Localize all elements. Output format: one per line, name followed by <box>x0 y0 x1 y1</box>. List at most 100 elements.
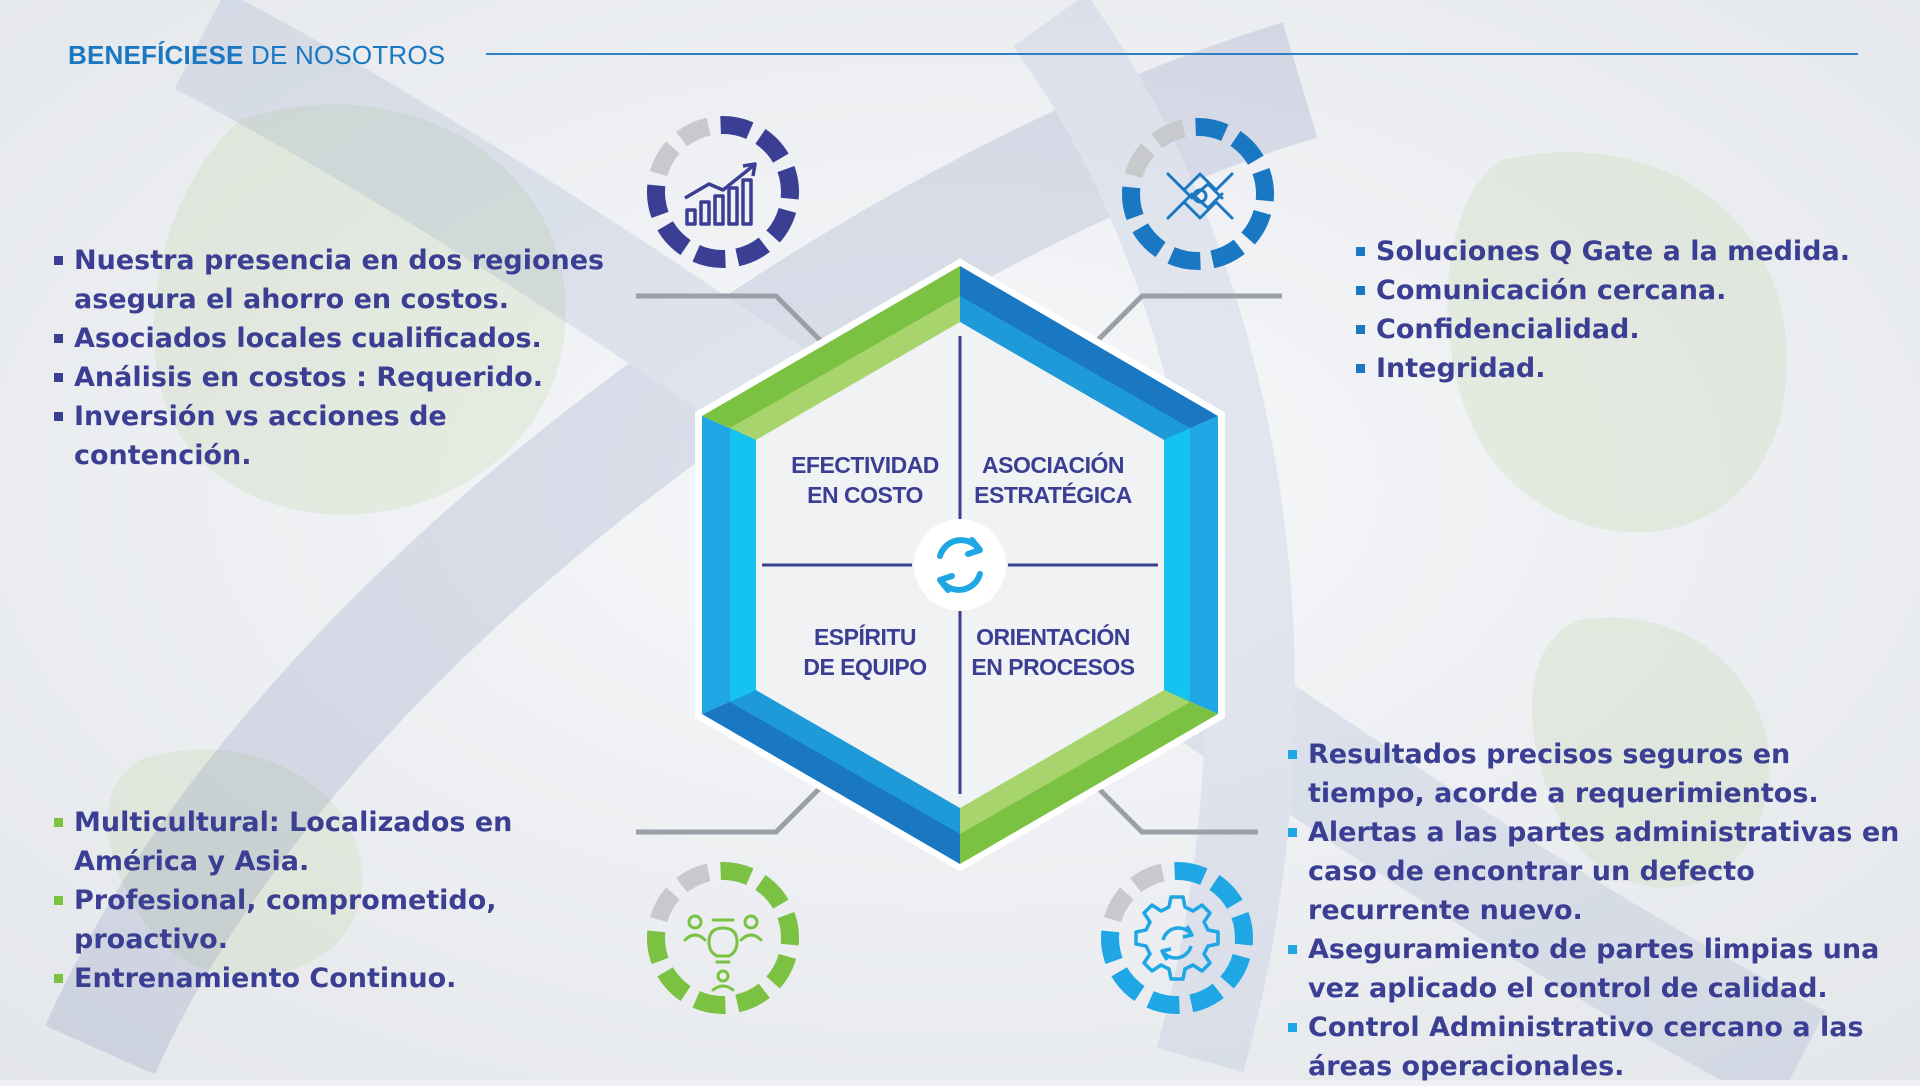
frame-side-left-inner <box>730 428 756 702</box>
badge-partnership <box>1122 118 1274 270</box>
frame-side-top-left-inner <box>730 296 960 440</box>
ring-segment <box>1252 167 1274 202</box>
ring-segment <box>1130 863 1165 893</box>
page-title-strong: BENEFÍCIESE <box>68 40 244 70</box>
ring-segment <box>1189 983 1224 1013</box>
list-item: Integridad. <box>1356 349 1876 388</box>
list-item: Análisis en costos : Requerido. <box>54 358 614 397</box>
list-item: Entrenamiento Continuo. <box>54 959 634 998</box>
ring-segment <box>1103 887 1134 923</box>
benefits-list-partnership: Soluciones Q Gate a la medida.Comunicaci… <box>1356 232 1876 388</box>
refresh-arrows-icon <box>937 537 983 593</box>
frame-side-bottom-right <box>960 690 1218 864</box>
team-idea-icon <box>683 914 763 992</box>
quadrant-label-line: EFECTIVIDAD <box>791 452 939 478</box>
page-title: BENEFÍCIESE DE NOSOTROS <box>68 40 445 70</box>
connector-bottom-right <box>1094 784 1258 835</box>
ring-segment <box>1111 967 1145 1002</box>
growth-chart-icon <box>684 162 757 226</box>
badge-ring <box>647 116 799 268</box>
list-item: Profesional, comprometido, proactivo. <box>54 881 634 959</box>
frame-side-top-left <box>702 266 960 440</box>
ring-segment <box>1174 862 1208 885</box>
ring-segment <box>1195 118 1229 141</box>
frame-side-bottom-left <box>702 690 960 864</box>
globe-watermark <box>107 104 1787 976</box>
ring-segment <box>755 874 789 909</box>
badge-ring <box>1122 118 1274 270</box>
ring-segment <box>720 116 754 139</box>
header-rule <box>486 53 1858 55</box>
ring-segment <box>692 245 726 268</box>
badge-ring <box>1101 862 1253 1014</box>
ring-segment <box>657 221 691 256</box>
quadrant-label-line: ESPÍRITU <box>813 624 917 650</box>
ring-segment <box>766 953 797 989</box>
ring-segment <box>1124 143 1155 179</box>
center-circle <box>914 519 1006 611</box>
ring-segment <box>766 207 797 243</box>
badge-cost <box>647 116 799 268</box>
ring-segment <box>720 862 754 885</box>
benefits-list-cost: Nuestra presencia en dos regiones asegur… <box>54 241 614 475</box>
list-item: Aseguramiento de partes limpias una vez … <box>1288 930 1908 1008</box>
frame-side-top-right-inner <box>960 296 1190 440</box>
badge-team <box>647 862 799 1014</box>
connector-lines <box>636 293 1282 835</box>
list-item: Inversión vs acciones de contención. <box>54 397 614 475</box>
ring-segment <box>1122 186 1144 221</box>
ring-segment <box>1231 911 1253 946</box>
benefits-list-team: Multicultural: Localizados en América y … <box>54 803 634 998</box>
quadrant-label-line: ASOCIACIÓN <box>982 452 1124 478</box>
handshake-icon <box>1166 172 1234 220</box>
ring-segment <box>1167 247 1201 270</box>
ring-segment <box>777 165 799 200</box>
list-item: Nuestra presencia en dos regiones asegur… <box>54 241 614 319</box>
ring-segment <box>676 863 711 893</box>
frame-side-bottom-right-inner <box>960 690 1190 834</box>
hexagon-frame <box>702 266 1218 864</box>
connector-top-left <box>636 293 824 344</box>
ring-segment <box>676 117 711 147</box>
ring-segment <box>649 141 680 177</box>
connector-bottom-left <box>636 784 824 835</box>
ring-segment <box>1146 991 1180 1014</box>
ring-segment <box>649 887 680 923</box>
list-item: Asociados locales cualificados. <box>54 319 614 358</box>
ring-segment <box>1101 930 1123 965</box>
quadrant-label-strategic-partnership: ASOCIACIÓN ESTRATÉGICA <box>968 450 1138 510</box>
quadrant-label-team-spirit: ESPÍRITU DE EQUIPO <box>780 622 950 682</box>
gear-refresh-icon <box>1134 895 1220 981</box>
quadrant-label-line: ESTRATÉGICA <box>974 482 1132 508</box>
ring-segment <box>647 184 669 219</box>
ring-segment <box>777 911 799 946</box>
frame-side-bottom-left-inner <box>730 690 960 834</box>
ring-segment <box>647 930 669 965</box>
ring-segment <box>1230 130 1264 165</box>
list-item: Comunicación cercana. <box>1356 271 1876 310</box>
quadrant-label-cost-effectiveness: EFECTIVIDAD EN COSTO <box>780 450 950 510</box>
quadrant-label-line: EN COSTO <box>807 482 923 508</box>
frame-side-right-inner <box>1164 428 1190 702</box>
ring-segment <box>1220 953 1251 989</box>
list-item: Alertas a las partes administrativas en … <box>1288 813 1908 930</box>
ring-segment <box>1151 119 1186 149</box>
ring-segment <box>735 237 770 267</box>
ring-segment <box>1210 239 1245 269</box>
list-item: Confidencialidad. <box>1356 310 1876 349</box>
list-item: Soluciones Q Gate a la medida. <box>1356 232 1876 271</box>
ring-segment <box>735 983 770 1013</box>
quadrant-label-process-orientation: ORIENTACIÓN EN PROCESOS <box>968 622 1138 682</box>
badge-ring <box>647 862 799 1014</box>
list-item: Multicultural: Localizados en América y … <box>54 803 634 881</box>
page-title-rest: DE NOSOTROS <box>243 40 446 70</box>
list-item: Control Administrativo cercano a las áre… <box>1288 1008 1908 1086</box>
benefits-list-process: Resultados precisos seguros en tiempo, a… <box>1288 735 1908 1086</box>
ring-segment <box>692 991 726 1014</box>
frame-side-top-right <box>960 266 1218 440</box>
list-item: Resultados precisos seguros en tiempo, a… <box>1288 735 1908 813</box>
badge-process <box>1101 862 1253 1014</box>
connector-top-right <box>1094 293 1282 344</box>
quadrant-label-line: DE EQUIPO <box>803 654 927 680</box>
